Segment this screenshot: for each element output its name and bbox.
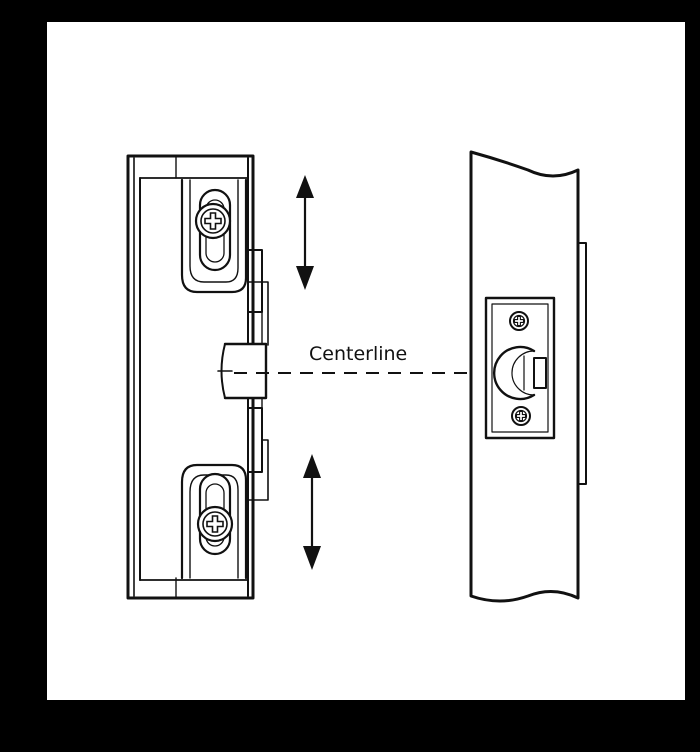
adjust-arrow-lower xyxy=(303,454,321,570)
screw-icon-lower xyxy=(196,505,234,543)
faceplate-screw-icon-bottom xyxy=(511,406,531,426)
screw-icon-upper xyxy=(194,202,232,240)
centerline-label: Centerline xyxy=(309,343,407,365)
door-edge xyxy=(469,150,587,603)
faceplate-screw-icon-top xyxy=(509,311,529,331)
adjust-arrow-upper xyxy=(296,175,314,290)
